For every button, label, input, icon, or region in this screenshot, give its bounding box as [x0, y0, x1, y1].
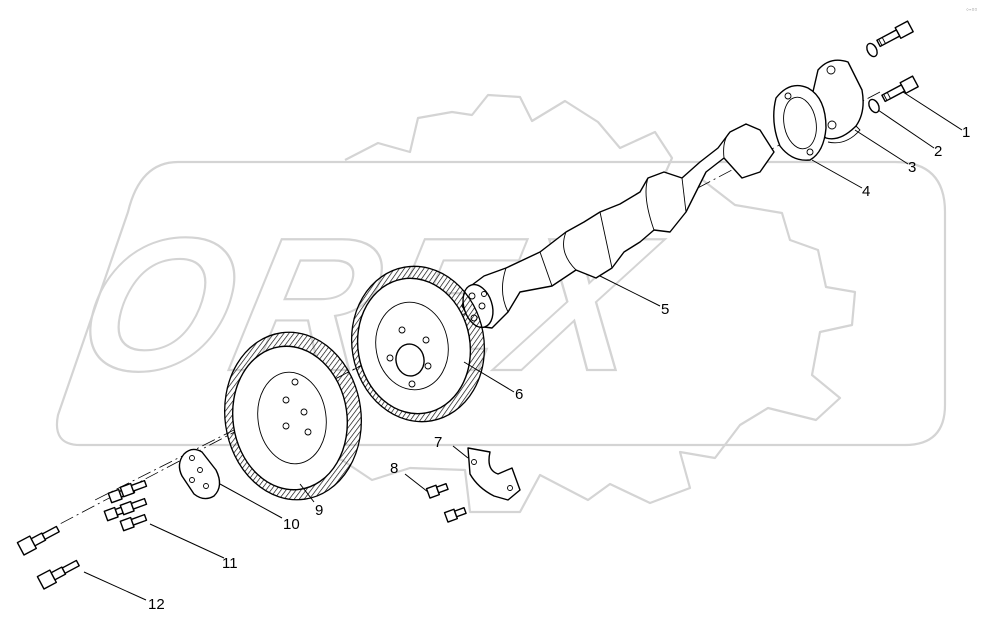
callout-4: 4 [862, 183, 870, 200]
callout-7: 7 [434, 434, 442, 451]
callout-2: 2 [934, 143, 942, 160]
callout-8: 8 [390, 460, 398, 477]
part-12-hex-bolts [16, 525, 80, 590]
part-8-screws [425, 483, 467, 523]
part-4-gasket [773, 84, 827, 161]
callout-12: 12 [148, 596, 165, 613]
callout-10: 10 [283, 516, 300, 533]
part-6-rear-gear [350, 265, 486, 423]
corner-mark: ◦-▫▫ [966, 5, 977, 14]
part-2-washers [866, 42, 880, 114]
watermark-plate-outline [55, 160, 947, 447]
leader-lines [83, 91, 963, 601]
callout-3: 3 [908, 159, 916, 176]
part-7-thrust-plate [467, 447, 521, 501]
callout-labels: 1 2 3 4 5 6 7 8 9 10 11 12 [148, 124, 970, 613]
part-11-bolt-cluster [103, 479, 148, 532]
callout-9: 9 [315, 502, 323, 519]
callout-5: 5 [661, 301, 669, 318]
callout-6: 6 [515, 386, 523, 403]
callout-1: 1 [962, 124, 970, 141]
part-10-flange-plate [178, 448, 221, 500]
part-5-camshaft [461, 123, 775, 329]
part-1-bolts [876, 20, 919, 103]
callout-11: 11 [222, 555, 238, 572]
watermark-gear-outline [299, 93, 857, 514]
part-9-front-gear [224, 331, 362, 501]
